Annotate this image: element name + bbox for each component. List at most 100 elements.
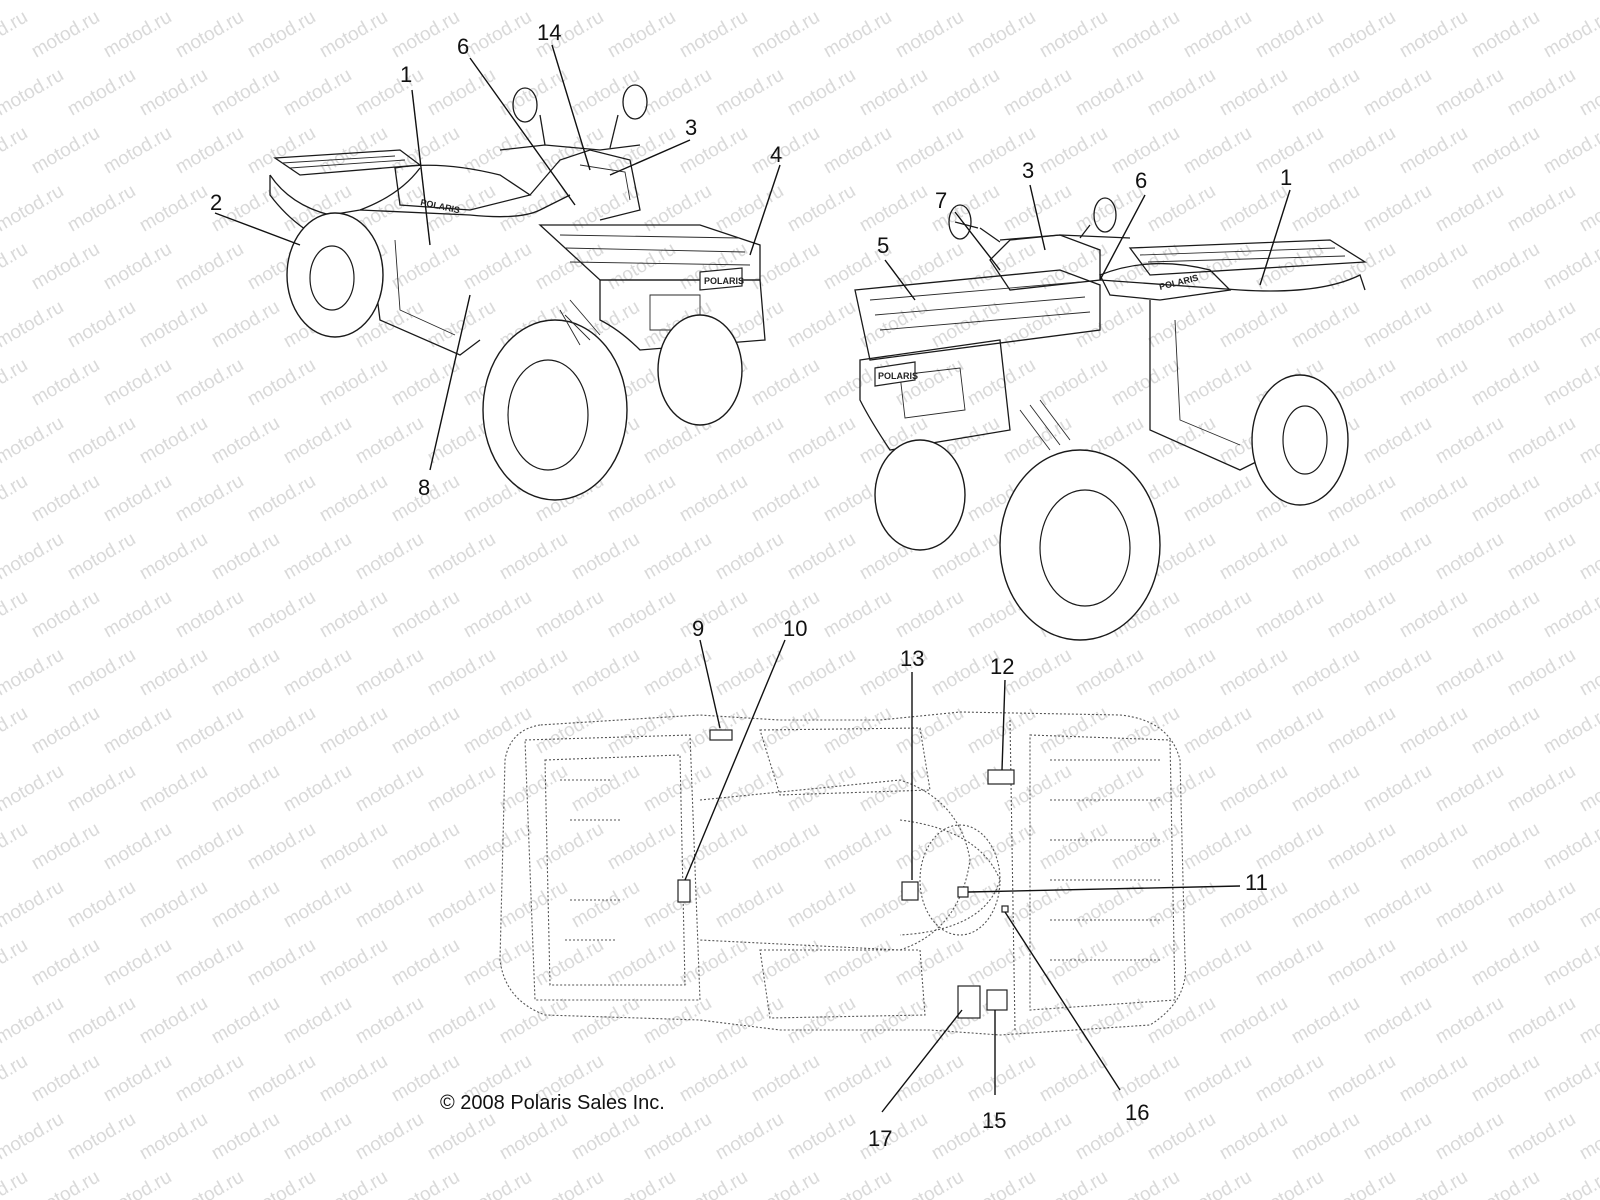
watermark-text: motod.ru	[1396, 935, 1471, 991]
watermark-text: motod.ru	[1252, 819, 1327, 875]
watermark-text: motod.ru	[244, 123, 319, 179]
watermark-text: motod.ru	[28, 935, 103, 991]
watermark-text: motod.ru	[856, 993, 931, 1049]
callout-left-8: 8	[418, 475, 430, 500]
watermark-text: motod.ru	[1288, 529, 1363, 585]
watermark-text: motod.ru	[1432, 65, 1507, 121]
watermark-text: motod.ru	[640, 0, 715, 4]
watermark-text: motod.ru	[784, 297, 859, 353]
watermark-text: motod.ru	[1216, 645, 1291, 701]
watermark-text: motod.ru	[460, 1167, 535, 1200]
watermark-text: motod.ru	[172, 239, 247, 295]
watermark-text: motod.ru	[388, 703, 463, 759]
watermark-text: motod.ru	[208, 761, 283, 817]
watermark-text: motod.ru	[1432, 529, 1507, 585]
watermark-text: motod.ru	[1540, 123, 1600, 179]
watermark-text: motod.ru	[748, 1167, 823, 1200]
watermark-text: motod.ru	[1396, 1167, 1471, 1200]
watermark-text: motod.ru	[1324, 703, 1399, 759]
watermark-text: motod.ru	[1432, 645, 1507, 701]
watermark-text: motod.ru	[388, 587, 463, 643]
watermark-text: motod.ru	[1576, 761, 1600, 817]
watermark-text: motod.ru	[1540, 587, 1600, 643]
watermark-text: motod.ru	[568, 877, 643, 933]
watermark-text: motod.ru	[424, 761, 499, 817]
callout-bottom-15: 15	[982, 1108, 1006, 1133]
watermark-text: motod.ru	[892, 239, 967, 295]
watermark-text: motod.ru	[604, 935, 679, 991]
watermark-text: motod.ru	[1180, 935, 1255, 991]
watermark-text: motod.ru	[712, 413, 787, 469]
watermark-text: motod.ru	[604, 703, 679, 759]
watermark-text: motod.ru	[892, 819, 967, 875]
watermark-text: motod.ru	[172, 1167, 247, 1200]
watermark-text: motod.ru	[856, 65, 931, 121]
watermark-text: motod.ru	[244, 703, 319, 759]
watermark-text: motod.ru	[1540, 819, 1600, 875]
watermark-text: motod.ru	[1576, 529, 1600, 585]
watermark-text: motod.ru	[100, 355, 175, 411]
watermark-text: motod.ru	[244, 819, 319, 875]
watermark-text: motod.ru	[748, 471, 823, 527]
watermark-text: motod.ru	[748, 935, 823, 991]
watermark-text: motod.ru	[892, 935, 967, 991]
watermark-text: motod.ru	[604, 1167, 679, 1200]
watermark-text: motod.ru	[0, 471, 31, 527]
watermark-text: motod.ru	[0, 877, 67, 933]
watermark-text: motod.ru	[0, 1051, 31, 1107]
watermark-text: motod.ru	[820, 1051, 895, 1107]
watermark-text: motod.ru	[784, 413, 859, 469]
watermark-text: motod.ru	[1144, 297, 1219, 353]
watermark-text: motod.ru	[496, 993, 571, 1049]
watermark-text: motod.ru	[1072, 297, 1147, 353]
watermark-text: motod.ru	[1468, 239, 1543, 295]
watermark-text: motod.ru	[1432, 413, 1507, 469]
watermark-text: motod.ru	[748, 123, 823, 179]
watermark-text: motod.ru	[100, 239, 175, 295]
watermark-text: motod.ru	[1324, 239, 1399, 295]
decal-17	[957, 985, 981, 1019]
watermark-text: motod.ru	[424, 65, 499, 121]
watermark-text: motod.ru	[1540, 1051, 1600, 1107]
watermark-text: motod.ru	[424, 0, 499, 4]
watermark-text: motod.ru	[1504, 0, 1579, 4]
watermark-text: motod.ru	[244, 1167, 319, 1200]
watermark-text: motod.ru	[1360, 529, 1435, 585]
watermark-text: motod.ru	[208, 645, 283, 701]
callout-numbers: 1 2 3 4 6 8 14 1 3 5 6 7 9 10 11 12 13 1…	[210, 20, 1292, 1151]
watermark-text: motod.ru	[820, 703, 895, 759]
watermark-text: motod.ru	[1576, 65, 1600, 121]
watermark-text: motod.ru	[100, 587, 175, 643]
watermark-text: motod.ru	[1324, 7, 1399, 63]
decal-11	[957, 886, 969, 898]
callout-left-1: 1	[400, 62, 412, 87]
watermark-text: motod.ru	[1252, 587, 1327, 643]
watermark-text: motod.ru	[1540, 471, 1600, 527]
watermark-text: motod.ru	[388, 935, 463, 991]
watermark-text: motod.ru	[100, 1051, 175, 1107]
watermark-text: motod.ru	[568, 993, 643, 1049]
leader-lines	[214, 44, 1291, 1113]
watermark-text: motod.ru	[1576, 645, 1600, 701]
watermark-text: motod.ru	[352, 529, 427, 585]
watermark-text: motod.ru	[280, 65, 355, 121]
watermark-text: motod.ru	[136, 413, 211, 469]
watermark-text: motod.ru	[1576, 877, 1600, 933]
watermark-text: motod.ru	[1468, 7, 1543, 63]
watermark-text: motod.ru	[1108, 819, 1183, 875]
watermark-text: motod.ru	[1396, 355, 1471, 411]
watermark-text: motod.ru	[532, 1167, 607, 1200]
watermark-text: motod.ru	[1360, 181, 1435, 237]
watermark-text: motod.ru	[1396, 703, 1471, 759]
watermark-text: motod.ru	[568, 181, 643, 237]
watermark-text: motod.ru	[424, 1109, 499, 1165]
watermark-text: motod.ru	[244, 587, 319, 643]
watermark-text: motod.ru	[100, 123, 175, 179]
watermark-text: motod.ru	[568, 761, 643, 817]
watermark-text: motod.ru	[28, 1167, 103, 1200]
watermark-text: motod.ru	[316, 1051, 391, 1107]
watermark-text: motod.ru	[712, 645, 787, 701]
callout-right-3: 3	[1022, 158, 1034, 183]
watermark-text: motod.ru	[64, 413, 139, 469]
watermark-text: motod.ru	[1504, 877, 1579, 933]
